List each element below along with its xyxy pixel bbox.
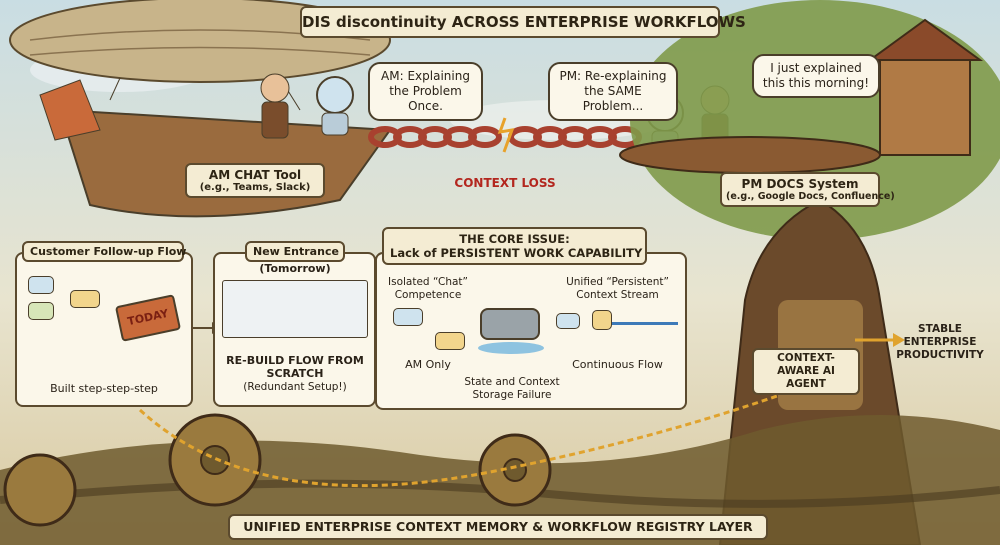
gear-icon bbox=[3, 453, 77, 527]
complaint-speech-bubble: I just explained this this morning! bbox=[752, 54, 880, 98]
continuous-flow-caption: Continuous Flow bbox=[572, 358, 663, 371]
am-chat-tool-examples: (e.g., Teams, Slack) bbox=[199, 182, 311, 193]
chat-note-icon bbox=[435, 332, 465, 350]
chat-note-icon bbox=[28, 302, 54, 320]
persistent-stream-heading: Unified “Persistent” Context Stream bbox=[566, 276, 669, 301]
context-aware-agent-label: CONTEXT-AWARE AI AGENT bbox=[752, 348, 860, 395]
core-issue-subtitle: Lack of PERSISTENT WORK CAPABILITY bbox=[390, 246, 643, 260]
core-issue-header: THE CORE ISSUE: Lack of PERSISTENT WORK … bbox=[382, 227, 647, 265]
new-entrance-title: New Entrance bbox=[245, 241, 345, 262]
pm-docs-system-name: PM DOCS System bbox=[741, 177, 859, 191]
customer-follow-up-title: Customer Follow-up Flow bbox=[22, 241, 186, 262]
rebuild-flow-caption: RE-BUILD FLOW FROM SCRATCH bbox=[226, 354, 364, 380]
chat-note-icon bbox=[28, 276, 54, 294]
screen-window-icon bbox=[222, 280, 368, 338]
chat-note-icon bbox=[556, 313, 580, 329]
pm-docs-system-examples: (e.g., Google Docs, Confluence) bbox=[726, 191, 895, 202]
spill-puddle bbox=[478, 342, 544, 354]
flow-arrow-icon bbox=[612, 322, 678, 325]
context-loss-label: CONTEXT LOSS bbox=[454, 176, 556, 190]
chat-note-icon bbox=[393, 308, 423, 326]
gear-icon bbox=[478, 433, 552, 507]
chat-note-icon bbox=[70, 290, 100, 308]
core-issue-title: THE CORE ISSUE: bbox=[459, 232, 570, 246]
am-chat-tool-name: AM CHAT Tool bbox=[208, 168, 302, 182]
new-entrance-subtitle: (Tomorrow) bbox=[259, 262, 331, 275]
page-title: DIS discontinuity ACROSS ENTERPRISE WORK… bbox=[300, 6, 746, 38]
storage-failure-caption: State and Context Storage Failure bbox=[464, 376, 560, 401]
pm-speech-bubble: PM: Re-explaining the SAME Problem... bbox=[548, 62, 678, 121]
footer-layer-banner: UNIFIED ENTERPRISE CONTEXT MEMORY & WORK… bbox=[228, 514, 768, 540]
isolated-chat-heading: Isolated “Chat” Competence bbox=[388, 276, 468, 301]
chain-icon bbox=[368, 117, 642, 153]
stamp-label: TODAY bbox=[126, 306, 170, 329]
customer-follow-up-caption: Built step-step-step bbox=[50, 382, 158, 395]
broken-pipe-icon bbox=[480, 308, 540, 340]
pm-docs-system-label: PM DOCS System (e.g., Google Docs, Confl… bbox=[720, 172, 895, 207]
redundant-setup-note: (Redundant Setup!) bbox=[243, 381, 347, 393]
am-chat-tool-label: AM CHAT Tool (e.g., Teams, Slack) bbox=[185, 163, 325, 198]
stable-productivity-label: STABLE ENTERPRISE PRODUCTIVITY bbox=[896, 323, 984, 361]
am-only-caption: AM Only bbox=[405, 358, 451, 371]
doc-note-icon bbox=[592, 310, 612, 330]
am-speech-bubble: AM: Explaining the Problem Once. bbox=[368, 62, 483, 121]
robot-icon bbox=[316, 76, 354, 136]
